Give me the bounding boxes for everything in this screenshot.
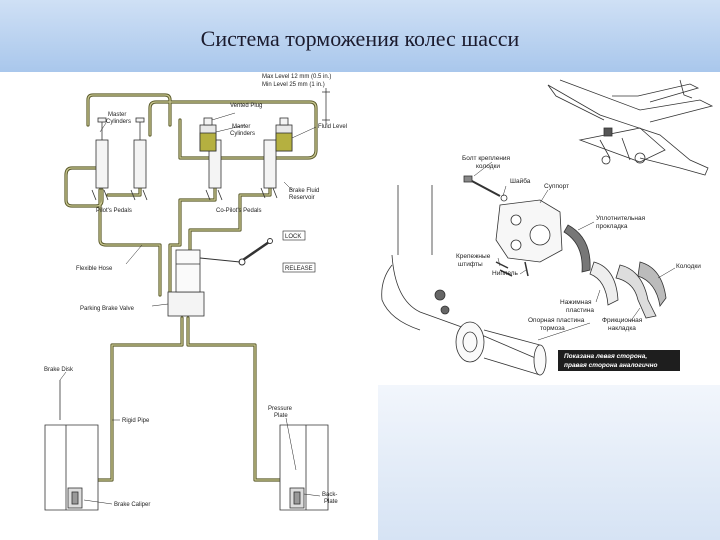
pressure-plate-label-1: Pressure [268,406,293,412]
master-cylinders-label-1: Master [108,112,126,118]
pedals [91,187,278,201]
left-wheel [44,380,99,511]
pressure-plate-ru-label-1: Нажимная [560,299,592,306]
slide-title: Система торможения колес шасси [200,26,520,51]
brake-fluid-reservoirs [199,117,293,152]
title-bar [0,0,720,72]
washer-label: Шайба [510,177,531,185]
back-plate-label-1: Back- [322,492,337,498]
assembly-labels: Болт крепления колодки Шайба Суппорт Упл… [456,155,701,332]
seal-pad-label-2: прокладка [596,223,628,230]
copilot-master-cylinders [208,139,277,189]
master-cylinders-label-4: Cylinders [230,131,255,137]
bolt-label-1: Болт крепления [462,155,511,162]
flexible-hose-label: Flexible Hose [76,266,113,272]
hydraulic-schematic [44,88,330,511]
pressure-plate-label-2: Plate [274,413,288,419]
pilot-master-cylinders [95,117,147,189]
decorative-panel [378,385,720,540]
parking-brake-valve-label: Parking Brake Valve [80,306,135,312]
schematic-labels: Max Level 12 mm (0.5 in.) Min Level 25 m… [44,74,347,508]
brake-assembly [381,175,667,376]
pressure-plate-ru-label-2: пластина [566,307,594,314]
reservoir-label-1: Brake Fluid [289,188,319,194]
rigid-pipe-label: Rigid Pipe [122,418,150,424]
note-line-2: правая сторона аналогично [564,362,658,369]
base-plate-label-2: тормоза [540,325,565,332]
pins-label-2: штифты [458,261,483,268]
friction-lining-label-2: накладка [608,325,636,332]
level-min-label: Min Level 25 mm (1 in.) [262,82,325,88]
vented-plug-label: Vented Plug [230,103,262,109]
master-cylinders-label-2: Cylinders [106,119,131,125]
right-wheel [279,424,329,511]
master-cylinders-label-3: Master [232,124,250,130]
parking-lever [199,238,273,266]
brake-caliper-label: Brake Caliper [114,502,150,508]
pads-label: Колодки [676,263,701,270]
note-box: Показана левая сторона, правая сторона а… [558,350,680,371]
lock-label: LOCK [285,234,301,240]
release-label: RELEASE [285,266,313,272]
parking-brake-valve [167,249,205,317]
pins-label-1: Крепежные [456,253,491,260]
note-line-1: Показана левая сторона, [564,353,647,360]
aircraft-sketch [547,79,714,176]
nipple-label: Ниппель [492,270,519,277]
support-label: Суппорт [544,183,569,190]
brake-disk-label: Brake Disk [44,367,74,373]
back-plate-label-2: Plate [324,499,338,505]
reservoir-label-2: Reservoir [289,195,315,201]
seal-pad-label-1: Уплотнительная [596,215,646,222]
base-plate-label-1: Опорная пластина [528,317,585,324]
friction-lining-label-1: Фрикционная [602,317,643,324]
bolt-label-2: колодки [476,163,500,170]
pilots-pedals-label: Pilot's Pedals [96,208,132,214]
fluid-level-label: Fluid Level [318,124,347,130]
copilots-pedals-label: Co-Pilot's Pedals [216,208,262,214]
level-max-label: Max Level 12 mm (0.5 in.) [262,74,331,80]
